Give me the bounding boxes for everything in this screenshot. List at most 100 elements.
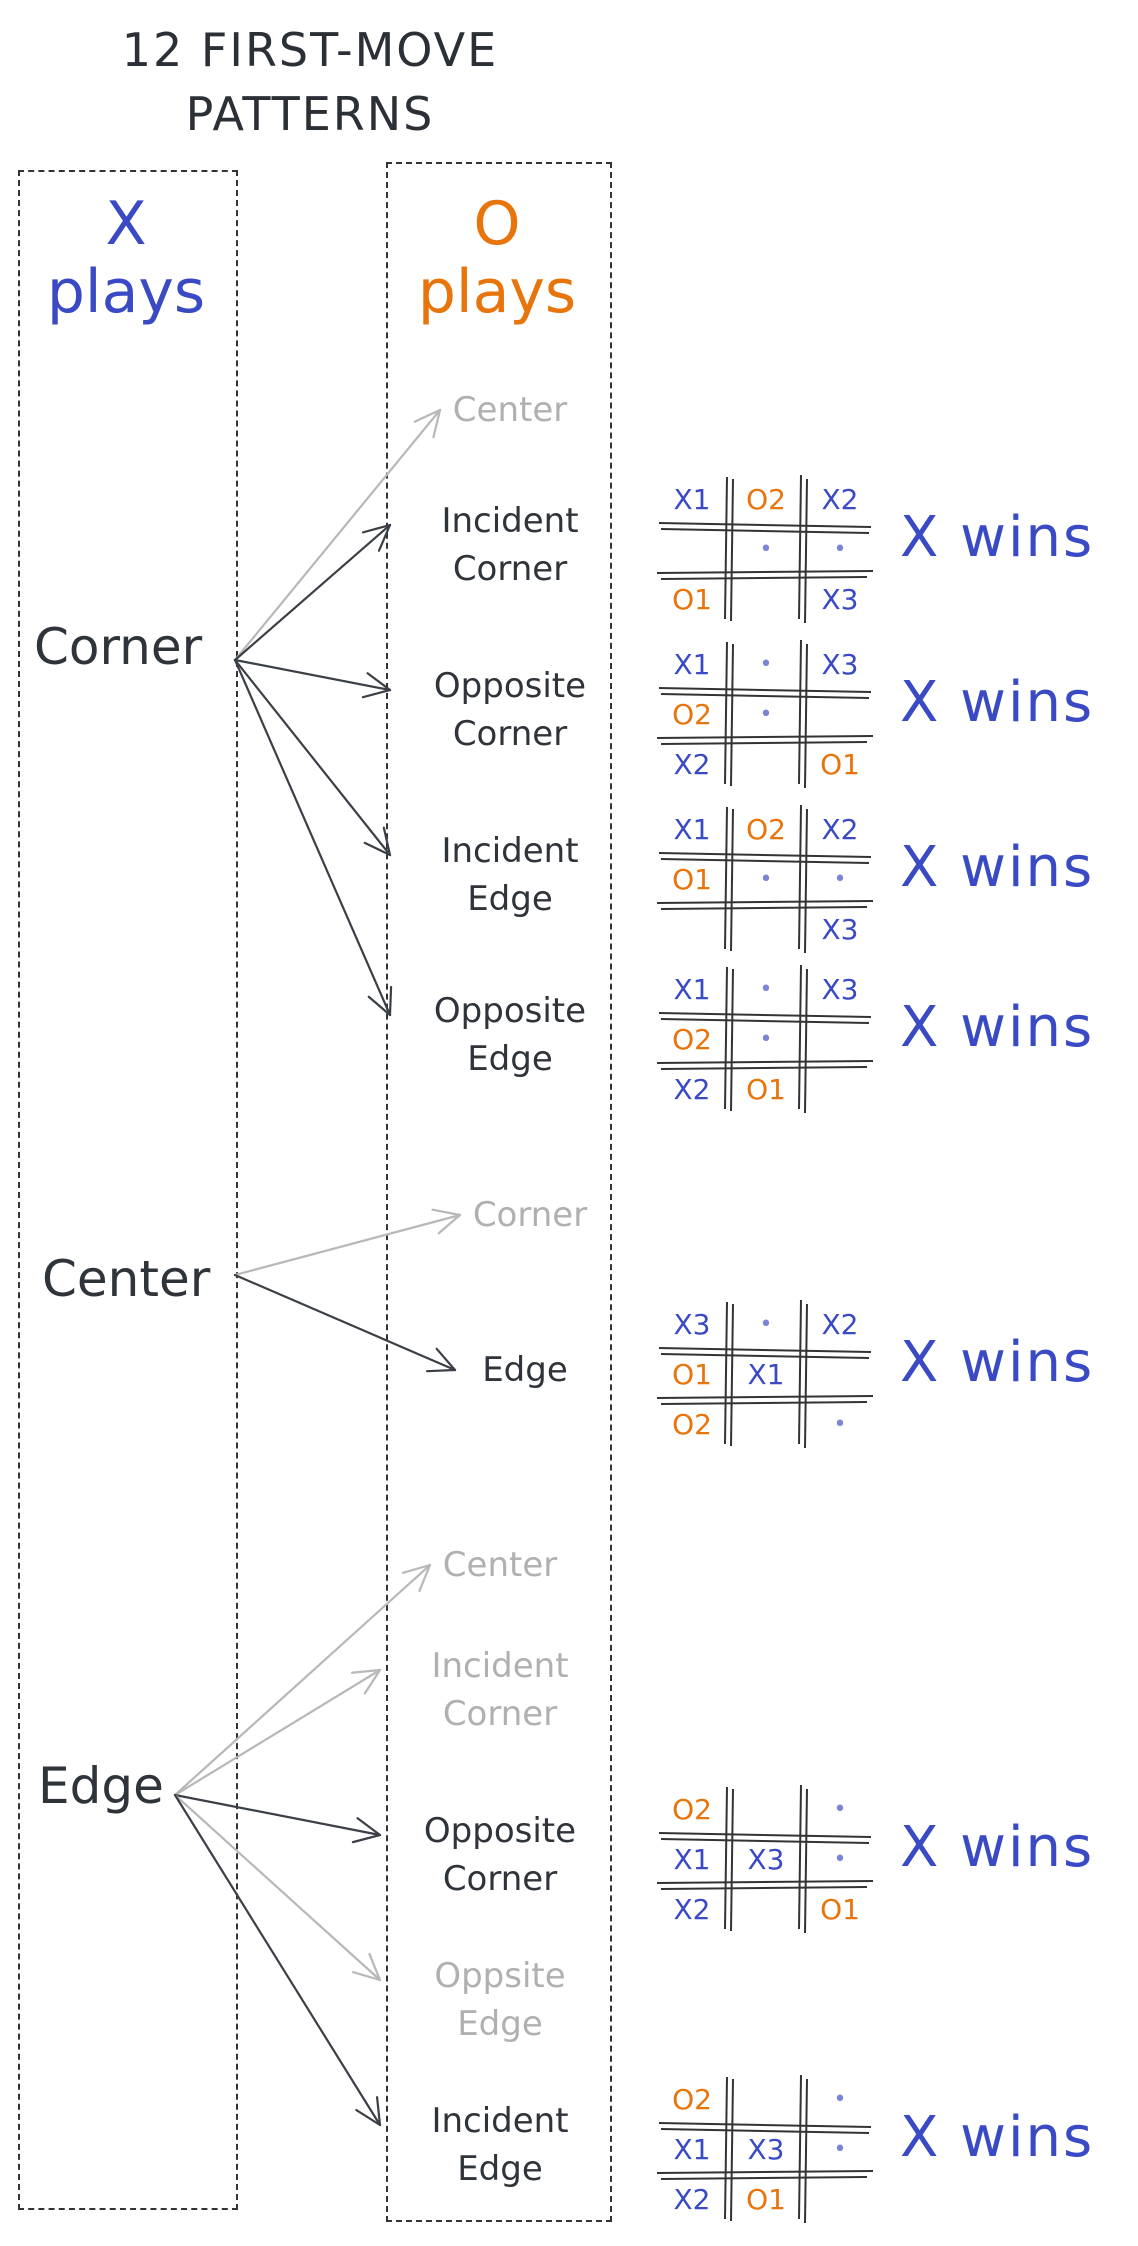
o-option-label-line: Incident — [431, 2101, 569, 2141]
board-cell: • — [833, 537, 847, 562]
arrow-0-0 — [233, 408, 442, 662]
o-option-1-0: Corner — [420, 1191, 640, 1239]
board-cell: O2 — [672, 1793, 712, 1826]
board-cell: X1 — [673, 1843, 711, 1876]
x-wins-result: X wins — [900, 505, 1095, 570]
o-header-symbol: O — [473, 189, 521, 259]
board-cell: X1 — [673, 483, 711, 516]
board-cell: X2 — [673, 2183, 711, 2216]
x-wins-result: X wins — [900, 2105, 1095, 2170]
board-cell: X2 — [673, 748, 711, 781]
board-cell: X2 — [821, 1308, 859, 1341]
arrow-0-3 — [233, 658, 392, 857]
board-cell: X1 — [673, 2133, 711, 2166]
board-cell — [731, 742, 801, 788]
board-cell: O1 — [746, 2183, 786, 2216]
o-option-label-line: Edge — [482, 1350, 568, 1390]
board-cell — [805, 1067, 875, 1113]
board-grid — [656, 474, 874, 623]
arrow-0-2 — [233, 658, 392, 699]
board-cell: O2 — [672, 1408, 712, 1441]
arrow-0-4 — [233, 658, 393, 1017]
x-plays-column — [18, 170, 238, 2210]
board-grid — [656, 1299, 874, 1448]
board-cell: O1 — [672, 863, 712, 896]
board-cell: • — [759, 652, 773, 677]
board-cell — [805, 692, 875, 738]
x-header-symbol: X — [105, 189, 147, 259]
o-option-label-line: Incident — [441, 501, 579, 541]
o-option-label-line: Corner — [472, 1195, 588, 1235]
board-grid — [656, 2074, 874, 2223]
board-cell — [805, 1017, 875, 1063]
board-cell: • — [833, 867, 847, 892]
arrow-1-1 — [233, 1273, 457, 1373]
board-cell — [805, 2177, 875, 2223]
board-cell: O1 — [672, 583, 712, 616]
board-cell: X2 — [673, 1893, 711, 1926]
board-cell: • — [759, 977, 773, 1002]
x-column-header: X plays — [18, 190, 234, 326]
board-cell — [731, 1887, 801, 1933]
board-cell — [657, 907, 727, 953]
board-cell: O1 — [820, 1893, 860, 1926]
board-cell: O2 — [672, 698, 712, 731]
board-cell — [731, 907, 801, 953]
arrow-2-3 — [173, 1793, 382, 1982]
o-option-label-line: Edge — [457, 2004, 543, 2044]
board-cell: O2 — [746, 483, 786, 516]
board-cell: X3 — [747, 1843, 785, 1876]
board-cell: • — [759, 537, 773, 562]
board-cell: X2 — [673, 1073, 711, 1106]
board-cell: • — [833, 2137, 847, 2162]
o-option-2-0: Center — [390, 1541, 610, 1589]
o-option-label-line: Edge — [467, 1039, 553, 1079]
o-option-label-line: Opposite — [433, 991, 587, 1031]
board-cell: • — [759, 867, 773, 892]
board-cell — [731, 2077, 801, 2123]
x-move-corner: Corner — [34, 618, 203, 676]
board-cell: O1 — [672, 1358, 712, 1391]
arrow-2-0 — [173, 1563, 432, 1797]
o-option-label-line: Incident — [431, 1646, 569, 1686]
o-option-label-line: Opposite — [423, 1811, 577, 1851]
board-cell: X3 — [747, 2133, 785, 2166]
board-cell: X1 — [747, 1358, 785, 1391]
o-option-label-line: Edge — [457, 2149, 543, 2189]
arrow-0-1 — [233, 523, 392, 662]
board-cell: O2 — [672, 1023, 712, 1056]
x-wins-result: X wins — [900, 995, 1095, 1060]
o-header-label: plays — [417, 257, 577, 327]
board-cell: O1 — [820, 748, 860, 781]
o-option-0-0: Center — [400, 386, 620, 434]
arrow-2-4 — [173, 1793, 382, 2127]
board-grid — [656, 964, 874, 1113]
board-cell — [805, 1352, 875, 1398]
board-cell: X2 — [821, 813, 859, 846]
o-option-label-line: Oppsite — [434, 1956, 566, 1996]
o-option-label-line: Corner — [452, 549, 568, 589]
board-cell: • — [759, 1027, 773, 1052]
o-option-label-line: Edge — [467, 879, 553, 919]
board-grid — [656, 1784, 874, 1933]
o-option-label-line: Corner — [442, 1859, 558, 1899]
board-cell — [731, 1402, 801, 1448]
o-option-label-line: Center — [442, 1545, 558, 1585]
x-wins-result: X wins — [900, 1815, 1095, 1880]
o-column-header: O plays — [386, 190, 608, 326]
arrow-2-1 — [173, 1668, 382, 1797]
board-cell: • — [833, 1412, 847, 1437]
board-cell — [731, 577, 801, 623]
board-cell: O1 — [746, 1073, 786, 1106]
